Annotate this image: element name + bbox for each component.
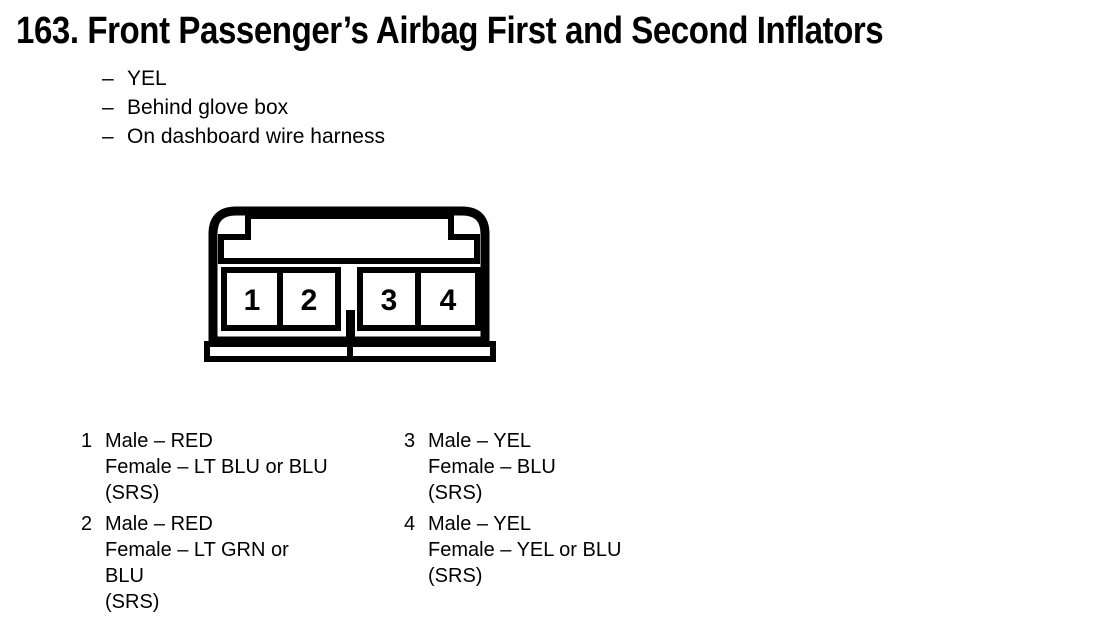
pin-description-line: Male – YEL (428, 513, 532, 535)
pin-description-line: (SRS) (428, 565, 483, 587)
pin-legend-column-left: 1 Male – RED Female – LT BLU or BLU (SRS… (81, 428, 381, 615)
connector-key-rib (218, 213, 480, 264)
pin-description: Male – YEL Female – BLU (SRS) (428, 428, 556, 506)
pin-4-cavity (415, 267, 481, 331)
pin-description-line: (SRS) (428, 482, 483, 504)
pin-legend-column-right: 3 Male – YEL Female – BLU (SRS) 4 Male –… (404, 428, 704, 589)
page-title: 163. Front Passenger’s Airbag First and … (16, 10, 884, 52)
pin-description-line: Male – RED (105, 513, 213, 535)
note-text: YEL (127, 67, 167, 90)
note-dash: – (102, 96, 114, 119)
pin-3-label: 3 (381, 284, 398, 317)
center-notch (346, 310, 355, 342)
note-dash: – (102, 125, 114, 148)
pin-description-line: Female – BLU (428, 456, 556, 478)
note-dash: – (102, 67, 114, 90)
pin-legend-entry: 4 Male – YEL Female – YEL or BLU (SRS) (404, 511, 704, 589)
pin-description-line: BLU (105, 565, 144, 587)
pin-number: 2 (81, 513, 93, 535)
pin-legend-entry: 2 Male – RED Female – LT GRN or BLU (SRS… (81, 511, 381, 615)
pin-description-line: Male – RED (105, 430, 213, 452)
pin-description-line: Female – LT GRN or (105, 539, 289, 561)
pin-description: Male – YEL Female – YEL or BLU (SRS) (428, 511, 621, 589)
note-text: Behind glove box (127, 96, 289, 119)
pin-number: 1 (81, 430, 93, 452)
pin-description-line: (SRS) (105, 482, 160, 504)
note-text: On dashboard wire harness (127, 125, 385, 148)
note-item: – On dashboard wire harness (102, 122, 385, 151)
pin-4-label: 4 (440, 284, 457, 317)
pin-description: Male – RED Female – LT BLU or BLU (SRS) (105, 428, 328, 506)
pin-legend-entry: 1 Male – RED Female – LT BLU or BLU (SRS… (81, 428, 381, 506)
pin-description: Male – RED Female – LT GRN or BLU (SRS) (105, 511, 289, 615)
pin-2-cavity (277, 267, 341, 331)
location-notes: – YEL – Behind glove box – On dashboard … (102, 64, 385, 151)
pin-2-label: 2 (301, 284, 318, 317)
pin-1-label: 1 (244, 284, 261, 317)
pin-description-line: (SRS) (105, 591, 160, 613)
pin-description-line: Female – YEL or BLU (428, 539, 622, 561)
note-item: – Behind glove box (102, 93, 385, 122)
pin-number: 3 (404, 430, 416, 452)
pin-legend-entry: 3 Male – YEL Female – BLU (SRS) (404, 428, 704, 506)
pin-description-line: Male – YEL (428, 430, 532, 452)
pin-number: 4 (404, 513, 416, 535)
pin-description-line: Female – LT BLU or BLU (105, 456, 328, 478)
note-item: – YEL (102, 64, 385, 93)
connector-diagram: 1 2 3 4 (204, 206, 496, 362)
